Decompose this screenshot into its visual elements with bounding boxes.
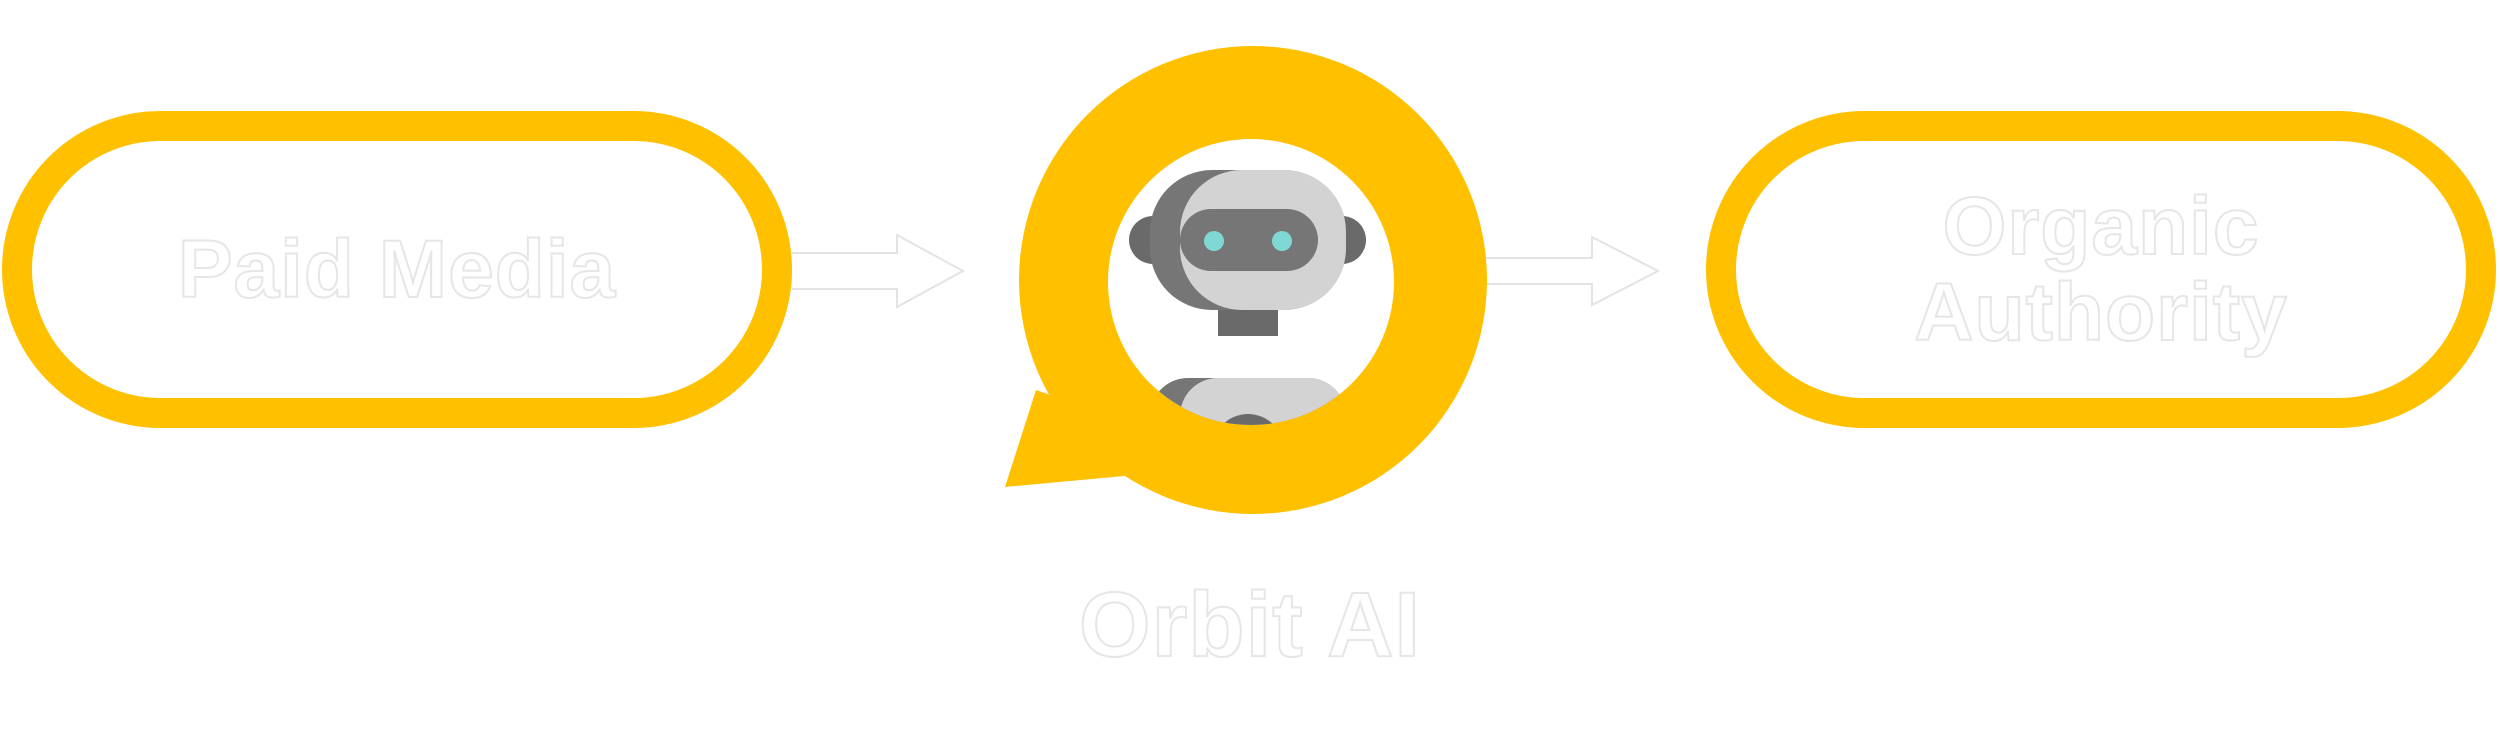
arrow-center-to-right: [1486, 235, 1661, 307]
node-label-orbit-ai: Orbit AI: [1078, 574, 1421, 676]
node-label-paid-media: Paid Media: [177, 223, 617, 315]
arrow-left-to-center: [792, 233, 966, 309]
node-label-organic-authority: Organic Authority: [1913, 180, 2288, 358]
robot-icon: [1129, 170, 1366, 425]
